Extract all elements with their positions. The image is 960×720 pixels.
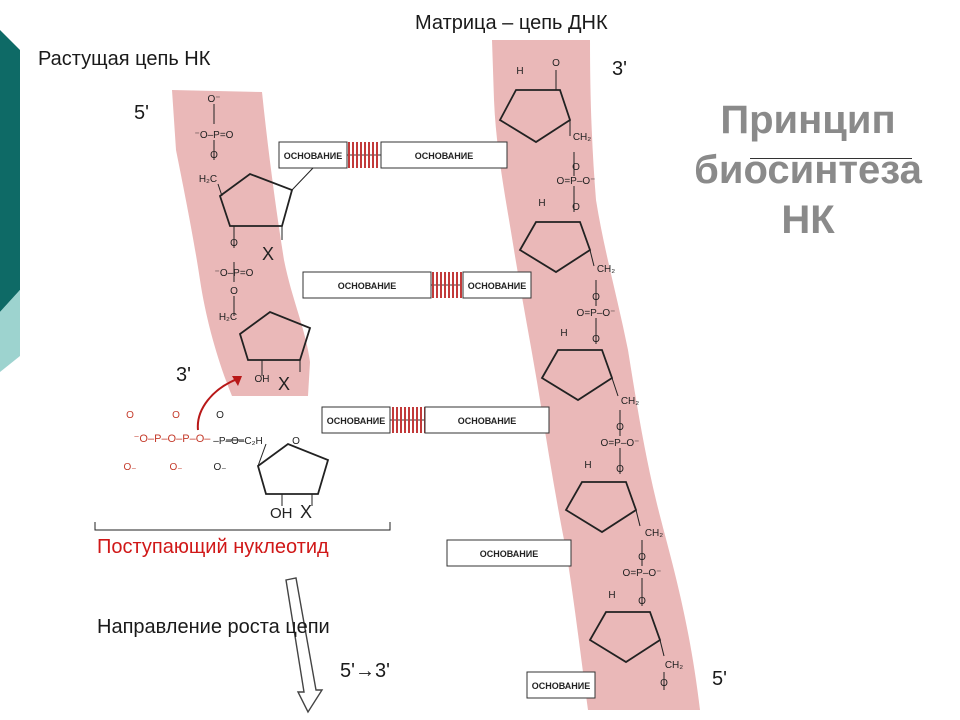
base-box bbox=[526, 671, 596, 699]
svg-text:H: H bbox=[560, 328, 567, 339]
svg-text:CH₂: CH₂ bbox=[621, 396, 639, 407]
svg-text:O: O bbox=[292, 436, 300, 447]
right-5-prime-label: 5' bbox=[712, 668, 727, 690]
sugar-ring bbox=[218, 172, 294, 227]
base-box bbox=[380, 141, 508, 169]
svg-text:O: O bbox=[230, 238, 238, 249]
svg-text:O=P–O⁻: O=P–O⁻ bbox=[557, 176, 596, 187]
svg-text:O: O bbox=[638, 552, 646, 563]
svg-text:O: O bbox=[616, 464, 624, 475]
svg-text:CH₂: CH₂ bbox=[665, 660, 683, 671]
svg-text:O: O bbox=[592, 292, 600, 303]
svg-text:H: H bbox=[608, 590, 615, 601]
svg-text:O: O bbox=[230, 286, 238, 297]
svg-text:O: O bbox=[172, 410, 180, 421]
svg-text:O: O bbox=[592, 334, 600, 345]
attachment-arrow bbox=[196, 377, 241, 431]
title-divider bbox=[750, 158, 912, 159]
sugar-ring bbox=[518, 221, 592, 274]
base-label: ОСНОВАНИЕ bbox=[415, 151, 474, 161]
svg-text:O₋: O₋ bbox=[123, 462, 136, 473]
base-label: ОСНОВАНИЕ bbox=[338, 281, 397, 291]
svg-text:H: H bbox=[584, 460, 591, 471]
x-marker: X bbox=[262, 244, 274, 264]
svg-text:⁻O–P–O–P–O–: ⁻O–P–O–P–O– bbox=[134, 433, 212, 445]
svg-text:OH: OH bbox=[255, 374, 270, 385]
svg-text:O: O bbox=[660, 678, 668, 689]
title-line: Принцип bbox=[720, 98, 896, 142]
svg-text:O: O bbox=[210, 150, 218, 161]
svg-text:⁻O–P=O: ⁻O–P=O bbox=[215, 268, 254, 279]
template-chain-label: Матрица – цепь ДНК bbox=[415, 12, 608, 34]
hydrogen-bonds-1 bbox=[346, 142, 380, 168]
base-box bbox=[424, 406, 550, 434]
incoming-nucleotide-bracket bbox=[94, 522, 391, 531]
x-marker: X bbox=[278, 374, 290, 394]
svg-text:O: O bbox=[572, 202, 580, 213]
direction-value-label: 5'→3' bbox=[340, 660, 390, 682]
svg-text:O: O bbox=[616, 422, 624, 433]
sugar-ring bbox=[256, 442, 330, 495]
growth-direction-label: Направление роста цепи bbox=[97, 616, 330, 638]
svg-text:O: O bbox=[552, 58, 560, 69]
base-label: ОСНОВАНИЕ bbox=[532, 681, 591, 691]
growing-strand-backbone bbox=[172, 90, 310, 396]
base-label: ОСНОВАНИЕ bbox=[458, 416, 517, 426]
svg-text:O=P–O⁻: O=P–O⁻ bbox=[601, 438, 640, 449]
growth-direction-arrow bbox=[285, 577, 324, 714]
left-5-prime-label: 5' bbox=[134, 102, 149, 124]
svg-text:O=P–O⁻: O=P–O⁻ bbox=[623, 568, 662, 579]
svg-text:O=P–O⁻: O=P–O⁻ bbox=[577, 308, 616, 319]
svg-text:H₂C: H₂C bbox=[219, 312, 237, 323]
base-label: ОСНОВАНИЕ bbox=[284, 151, 343, 161]
title-line: биосинтеза bbox=[694, 148, 922, 192]
svg-text:CH₂: CH₂ bbox=[645, 528, 663, 539]
svg-text:O₋: O₋ bbox=[169, 462, 182, 473]
base-box bbox=[302, 271, 432, 299]
x-marker: X bbox=[300, 502, 312, 522]
sugar-ring bbox=[498, 89, 572, 144]
svg-text:⁻O–P=O: ⁻O–P=O bbox=[195, 130, 234, 141]
hydrogen-bonds-3 bbox=[392, 407, 426, 433]
svg-text:O⁻: O⁻ bbox=[207, 94, 220, 105]
svg-text:O: O bbox=[216, 410, 224, 421]
base-box bbox=[446, 539, 572, 567]
left-3-prime-label: 3' bbox=[176, 364, 191, 386]
right-3-prime-label: 3' bbox=[612, 58, 627, 80]
svg-text:H: H bbox=[516, 66, 523, 77]
svg-text:CH₂: CH₂ bbox=[597, 264, 615, 275]
slide-accent-shape bbox=[0, 30, 20, 372]
base-box bbox=[278, 141, 348, 169]
sugar-ring bbox=[238, 310, 312, 361]
sugar-ring bbox=[564, 481, 638, 534]
sugar-ring bbox=[540, 349, 614, 402]
svg-text:O: O bbox=[126, 410, 134, 421]
incoming-nucleotide-label: Поступающий нуклеотид bbox=[97, 536, 329, 558]
base-box bbox=[462, 271, 532, 299]
growing-chain-label: Растущая цепь НК bbox=[38, 48, 211, 70]
svg-text:O: O bbox=[572, 162, 580, 173]
svg-text:O: O bbox=[638, 596, 646, 607]
title-line: НК bbox=[781, 198, 835, 242]
base-label: ОСНОВАНИЕ bbox=[327, 416, 386, 426]
template-strand-backbone bbox=[492, 40, 700, 710]
svg-text:CH₂: CH₂ bbox=[573, 132, 591, 143]
base-label: ОСНОВАНИЕ bbox=[480, 549, 539, 559]
svg-text:O₋: O₋ bbox=[213, 462, 226, 473]
base-box bbox=[321, 406, 391, 434]
svg-text:H: H bbox=[538, 198, 545, 209]
base-label: ОСНОВАНИЕ bbox=[468, 281, 527, 291]
sugar-ring bbox=[588, 611, 662, 664]
hydrogen-bonds-2 bbox=[430, 272, 464, 298]
oh-label: OH bbox=[270, 505, 293, 522]
svg-text:H₂C: H₂C bbox=[199, 174, 217, 185]
svg-text:–P–O–C₂H: –P–O–C₂H bbox=[213, 436, 262, 447]
